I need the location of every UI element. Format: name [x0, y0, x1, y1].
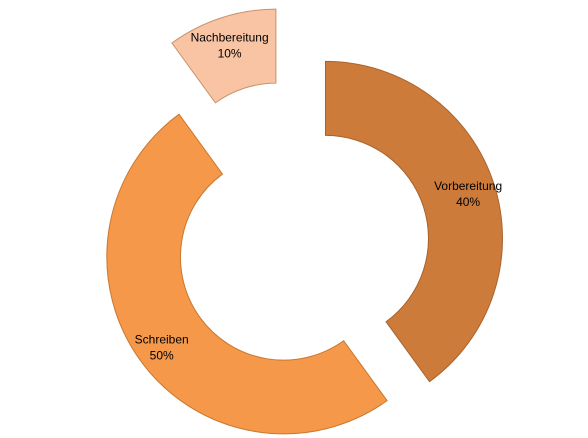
- category-label: Nachbereitung: [191, 31, 269, 45]
- slice-label-nachbereitung: Nachbereitung 10%: [191, 31, 269, 61]
- category-label: Schreiben: [135, 333, 189, 347]
- slice-label-schreiben: Schreiben 50%: [135, 333, 189, 363]
- slice-schreiben: [106, 113, 388, 435]
- value-label: 40%: [456, 195, 480, 209]
- slice-label-vorbereitung: Vorbereitung 40%: [434, 179, 502, 209]
- value-label: 50%: [150, 349, 174, 363]
- value-label: 10%: [218, 47, 242, 61]
- slice-vorbereitung: [324, 60, 503, 383]
- category-label: Vorbereitung: [434, 179, 502, 193]
- slice-nachbereitung: [171, 8, 277, 104]
